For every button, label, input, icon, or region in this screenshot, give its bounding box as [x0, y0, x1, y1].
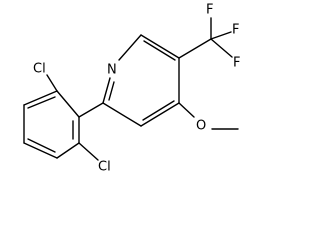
structure-drawing: Cl Cl N F F F O	[23, 3, 240, 175]
bond-c5-cf3	[178, 38, 212, 59]
bond-c2p-c3p-inner	[27, 96, 56, 109]
biaryl-bond	[78, 102, 104, 118]
bond-c4-c3-inner	[142, 100, 175, 121]
bond-c2-n1-inner	[108, 81, 115, 101]
atom-oxygen: O	[196, 119, 206, 134]
atom-cl-top: Cl	[33, 62, 46, 77]
atom-fluorine-right-upper: F	[232, 23, 239, 38]
dichlorophenyl-ring	[23, 74, 99, 161]
atom-labels: Cl Cl N F F F O	[33, 3, 240, 175]
molecule-structure: Cl Cl N F F F O	[23, 3, 240, 175]
atom-fluorine-top: F	[206, 3, 213, 18]
bond-c6p-cl	[78, 142, 99, 161]
bond-n1-c6	[118, 34, 142, 61]
bond-c2-c1prime	[78, 102, 104, 118]
atom-fluorine-right-lower: F	[233, 56, 240, 71]
bond-cf3-f2	[210, 38, 233, 58]
bond-c4p-c5p-inner	[27, 138, 56, 153]
bond-c4-o	[178, 102, 195, 118]
methoxy-group	[178, 102, 239, 130]
bond-c4-c3	[140, 102, 180, 127]
bond-c3-c2	[102, 102, 142, 127]
bond-c5p-c6p	[56, 142, 80, 159]
atom-cl-bottom: Cl	[98, 160, 111, 175]
bond-c4p-c5p	[23, 142, 58, 159]
bond-c6-c5	[140, 34, 180, 59]
atom-nitrogen: N	[107, 63, 117, 78]
bond-c1p-c2p	[56, 90, 80, 118]
bond-c2-n1	[102, 77, 111, 104]
trifluoromethyl-group	[178, 17, 233, 59]
pyridine-ring	[102, 34, 180, 127]
bond-c2p-cl	[46, 74, 58, 92]
bond-c6-c5-inner	[143, 40, 176, 61]
bond-c2p-c3p	[23, 90, 58, 106]
bond-cf3-f3	[210, 31, 232, 40]
